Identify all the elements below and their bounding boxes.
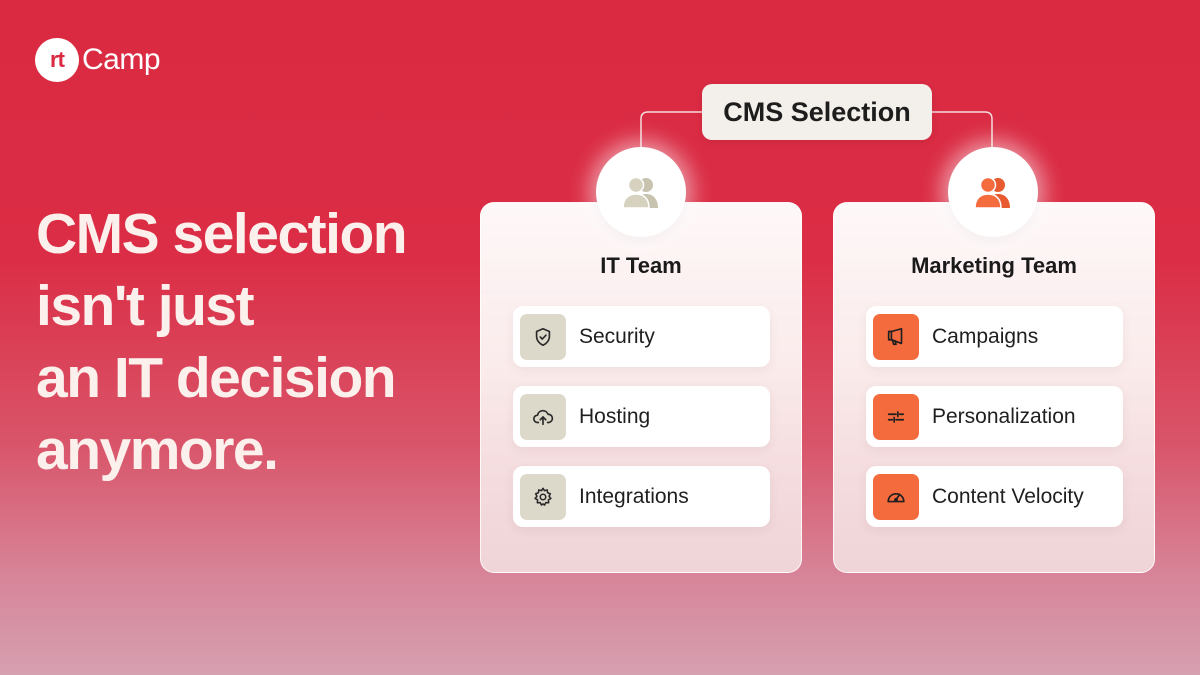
panel-title: Marketing Team [911,253,1077,278]
megaphone-icon [873,313,919,360]
connector-right [932,111,993,152]
item-label: Campaigns [932,324,1039,348]
headline-line: CMS selection [36,202,408,266]
marketing-team-avatar [948,147,1038,237]
list-item-hosting: Hosting [513,386,770,447]
list-item-content-velocity: Content Velocity [866,466,1123,527]
item-label: Hosting [579,404,651,428]
it-item-list: Security Hosting Integrations [513,306,770,546]
it-team-panel: IT Team Security Hosting [480,202,802,573]
rtcamp-logo: rt Camp [35,38,161,82]
list-item-personalization: Personalization [866,386,1123,447]
item-label: Content Velocity [932,484,1084,508]
connector-left [640,111,702,152]
logo-text: Camp [82,43,161,76]
headline-line: isn't just [36,274,255,338]
speedometer-icon [873,473,919,520]
sliders-icon [873,393,919,440]
item-label: Integrations [579,484,689,508]
marketing-item-list: Campaigns Personalization Content Veloci… [866,306,1123,546]
gear-icon [520,473,566,520]
list-item-integrations: Integrations [513,466,770,527]
list-item-campaigns: Campaigns [866,306,1123,367]
cms-selection-root: CMS Selection [702,84,932,140]
users-icon [974,176,1010,209]
headline: CMS selection isn't just an IT decision … [36,198,466,486]
cloud-upload-icon [520,393,566,440]
it-team-avatar [596,147,686,237]
panel-title: IT Team [600,253,682,278]
item-label: Security [579,324,655,348]
list-item-security: Security [513,306,770,367]
logo-mark: rt [35,38,79,82]
marketing-team-panel: Marketing Team Campaigns Personalization [833,202,1155,573]
users-icon [622,176,658,209]
shield-check-icon [520,313,566,360]
item-label: Personalization [932,404,1076,428]
headline-line: anymore. [36,418,279,482]
headline-line: an IT decision [36,346,397,410]
